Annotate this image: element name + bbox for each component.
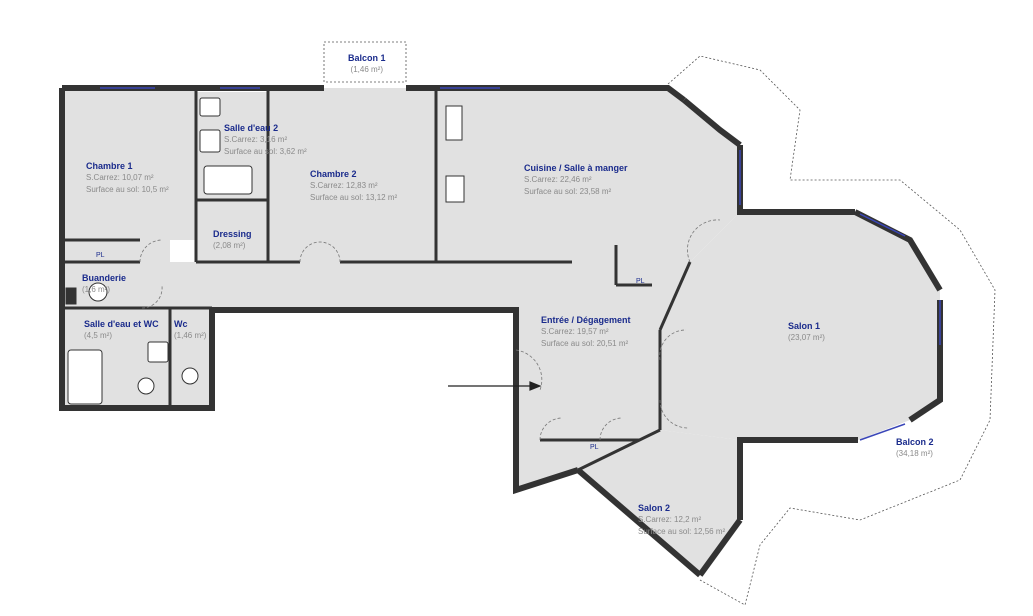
room-surface: Surface au sol: 3,62 m² [224,147,307,156]
entree-floor [516,262,690,490]
room-label-wc: Wc (1,46 m²) [174,318,206,342]
washing-machine [88,282,108,302]
room-name: Salon 2 [638,503,671,513]
room-carrez: S.Carrez: 19,57 m² [541,327,609,336]
chambre1-floor [62,88,196,240]
interior-walls [62,88,692,472]
boiler [65,287,77,305]
closet-text: PL [636,278,645,285]
room-name: Buanderie [82,273,127,283]
closet-text: PL [590,444,599,451]
bathtub-2 [203,165,253,195]
room-label-salon2: Salon 2 S.Carrez: 12,2 m² Surface au sol… [638,502,725,538]
room-label-balcon2: Balcon 2 (34,18 m²) [896,436,934,460]
room-label-dressing: Dressing (2,08 m²) [213,228,252,252]
room-name: Cuisine / Salle à manger [524,163,628,173]
room-carrez: S.Carrez: 12,2 m² [638,515,702,524]
toilet-1 [137,377,155,395]
sink-3 [147,341,169,363]
bathtub-wc [67,349,103,405]
door-arcs [139,219,721,441]
kitchen-sink [445,105,463,141]
room-label-cuisine: Cuisine / Salle à manger S.Carrez: 22,46… [524,162,628,198]
buanderie-floor [62,240,170,308]
room-name: Balcon 1 [348,53,386,63]
wc-floor [170,308,212,408]
room-surface: Surface au sol: 10,5 m² [86,185,169,194]
room-area: (2,08 m²) [213,241,246,250]
closet-label-entree: PL [590,442,599,454]
room-surface: Surface au sol: 13,12 m² [310,193,398,202]
room-name: Chambre 1 [86,161,133,171]
room-area: (1,46 m²) [350,65,383,74]
sink-1 [199,97,221,117]
room-carrez: S.Carrez: 3,16 m² [224,135,288,144]
closet-label-cuisine: PL [636,276,645,288]
closet-text: PL [96,252,105,259]
room-surface: Surface au sol: 23,58 m² [524,187,612,196]
room-surface: Surface au sol: 12,56 m² [638,527,726,536]
salon1-floor [660,212,940,440]
dressing-floor [196,200,268,262]
room-area: (4,5 m²) [84,331,112,340]
room-label-salleeauwc: Salle d'eau et WC (4,5 m²) [84,318,159,342]
room-name: Salle d'eau 2 [224,123,279,133]
room-label-buanderie: Buanderie (1,6 m²) [82,272,126,296]
room-area: (34,18 m²) [896,449,933,458]
chambre2-floor [268,88,436,262]
room-name: Entrée / Dégagement [541,315,631,325]
cuisine-floor [436,88,740,262]
room-name: Salle d'eau et WC [84,319,159,329]
room-name: Wc [174,319,188,329]
room-label-entree: Entrée / Dégagement S.Carrez: 19,57 m² S… [541,314,631,350]
fixtures [65,97,465,405]
room-area: (1,46 m²) [174,331,207,340]
room-surface: Surface au sol: 20,51 m² [541,339,629,348]
room-carrez: S.Carrez: 10,07 m² [86,173,154,182]
room-area: (1,6 m²) [82,285,110,294]
salon2-floor [578,430,740,575]
room-label-salon1: Salon 1 (23,07 m²) [788,320,825,344]
floor-fills [62,88,940,575]
windows [100,87,941,441]
room-label-balcon1: Balcon 1 (1,46 m²) [348,52,386,76]
room-label-chambre2: Chambre 2 S.Carrez: 12,83 m² Surface au … [310,168,397,204]
room-carrez: S.Carrez: 12,83 m² [310,181,378,190]
balcon1-outline [323,41,407,83]
cooktop [445,175,465,203]
room-label-salleeau2: Salle d'eau 2 S.Carrez: 3,16 m² Surface … [224,122,307,158]
closet-label-chambre1: PL [96,250,105,262]
room-area: (23,07 m²) [788,333,825,342]
balcon2-outline [667,55,996,606]
room-name: Dressing [213,229,252,239]
room-name: Chambre 2 [310,169,357,179]
sink-2 [199,129,221,153]
entry-arrow [448,381,542,391]
room-name: Balcon 2 [896,437,934,447]
room-label-chambre1: Chambre 1 S.Carrez: 10,07 m² Surface au … [86,160,169,196]
room-carrez: S.Carrez: 22,46 m² [524,175,592,184]
toilet-2 [181,367,199,385]
room-name: Salon 1 [788,321,821,331]
